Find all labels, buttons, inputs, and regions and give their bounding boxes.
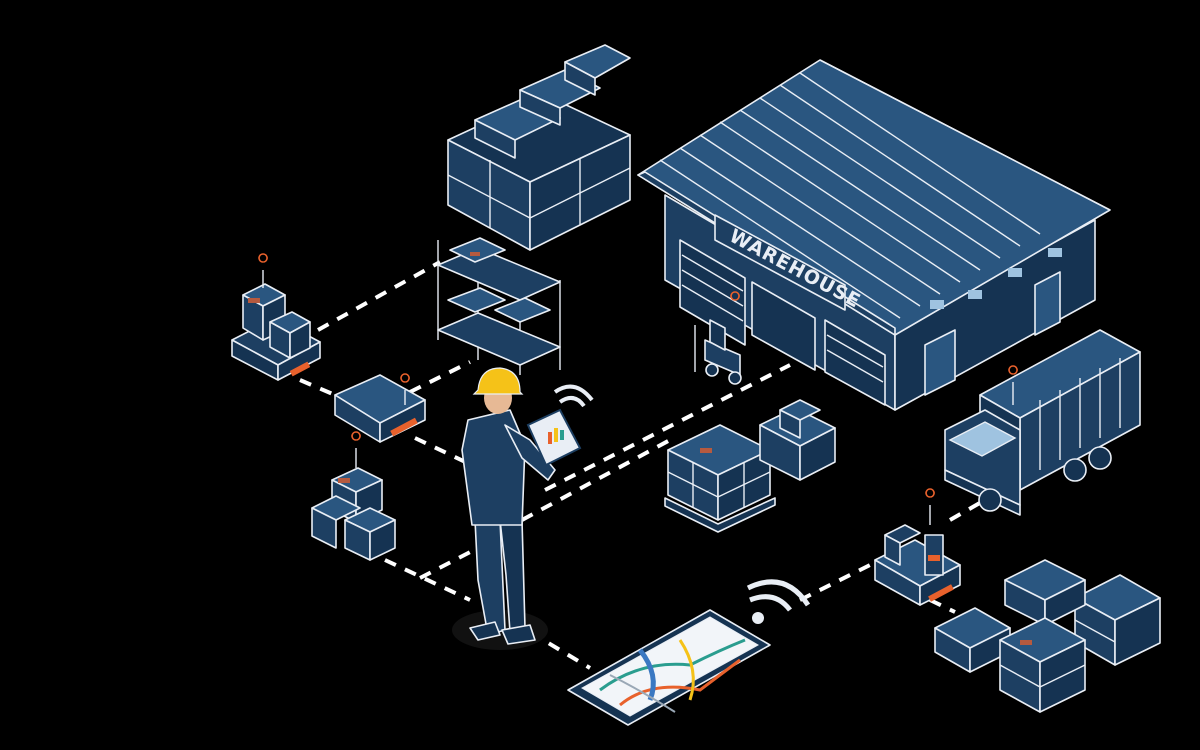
smartphone-map <box>567 609 771 726</box>
storage-rack-tall <box>447 44 631 251</box>
wifi-signal-icon <box>553 384 594 408</box>
warehouse-building: WAREHOUSE <box>637 59 1111 411</box>
delivery-truck <box>944 329 1141 516</box>
worker-figure <box>452 367 594 650</box>
agv-robot-middle <box>334 373 426 443</box>
wifi-signal-icon-phone <box>746 579 811 624</box>
forklift <box>694 291 742 385</box>
tablet-device <box>526 408 582 467</box>
pallet-boxes-center <box>664 399 836 533</box>
pallet-boxes-right <box>934 559 1161 713</box>
box-stack-left <box>311 431 396 561</box>
hard-hat-icon <box>472 367 524 395</box>
agv-robot-arm <box>874 488 961 606</box>
storage-rack-small <box>437 237 561 375</box>
agv-robot-left <box>231 253 321 381</box>
